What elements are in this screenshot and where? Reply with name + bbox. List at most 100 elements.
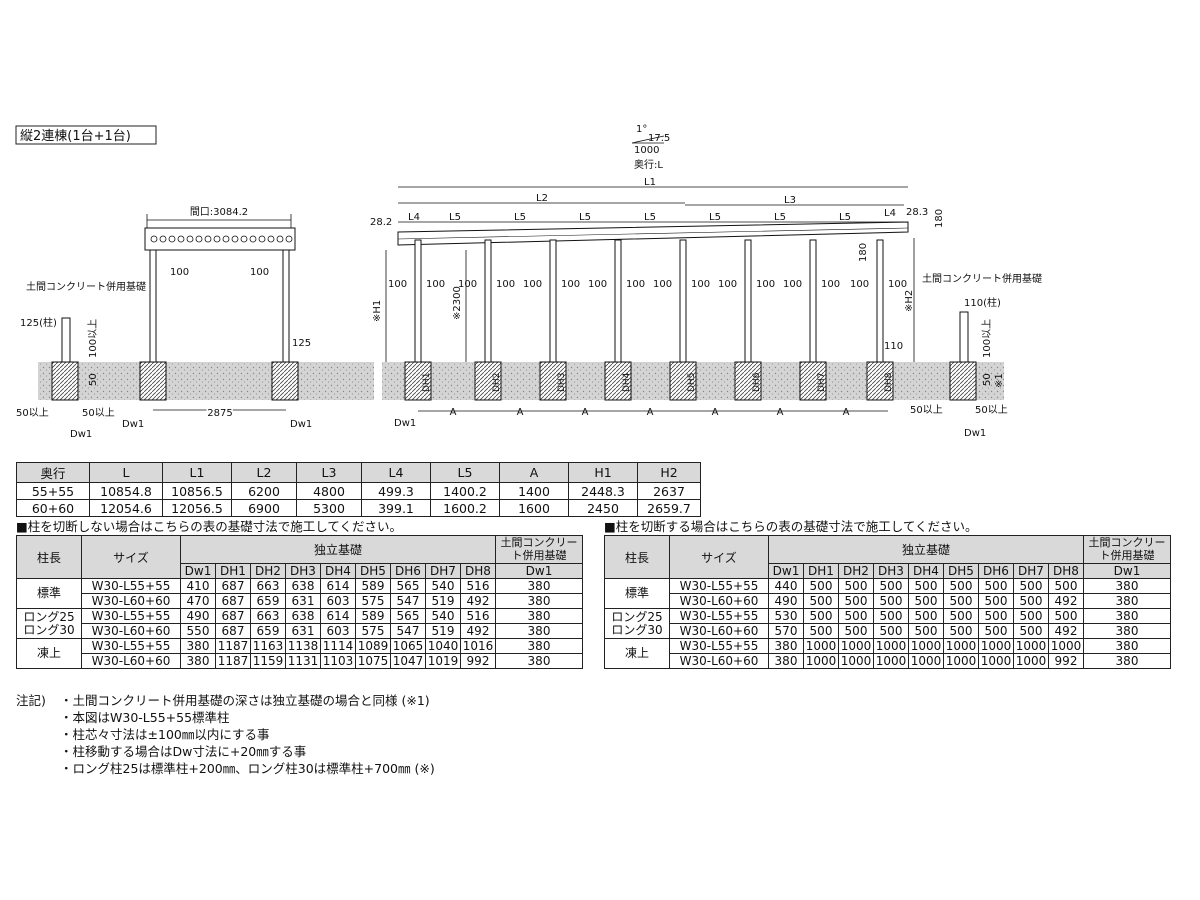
side-post xyxy=(679,239,687,363)
col-header: 柱長 xyxy=(16,535,82,579)
front-base-span: 2875 xyxy=(207,408,232,419)
side-footing xyxy=(866,361,894,401)
foot-cell: 1114 xyxy=(320,638,356,654)
foot-cell: 1000 xyxy=(908,638,944,654)
foot-cell: W30-L55+55 xyxy=(81,608,181,624)
foot-cell: 614 xyxy=(320,578,356,594)
dim-cell: 2659.7 xyxy=(637,499,701,517)
post-offset-label: 100 xyxy=(821,279,840,290)
l5-label: L5 xyxy=(579,212,591,223)
foot-cell: 492 xyxy=(460,623,496,639)
foot-cell: 519 xyxy=(425,623,461,639)
side-post xyxy=(809,239,817,363)
side-post xyxy=(414,239,422,363)
sub-header: DH5 xyxy=(943,562,979,580)
slope-angle: 1° xyxy=(636,124,647,135)
front-detail-w2: 50以上 xyxy=(82,407,115,419)
side-post xyxy=(614,239,622,363)
slope-rise: 17.5 xyxy=(648,133,670,144)
front-detail-col: 125(柱) xyxy=(20,316,57,329)
dim-cell: 399.1 xyxy=(361,499,431,517)
group-label: ロング25 ロング30 xyxy=(604,608,670,639)
dim-header: L2 xyxy=(231,462,297,483)
front-post-dim: 125 xyxy=(292,338,311,349)
dim-cell: 55+55 xyxy=(16,482,90,500)
foot-cell: 516 xyxy=(460,608,496,624)
doma-header: 土間コンクリート併用基礎 xyxy=(495,535,583,564)
foot-cell: 500 xyxy=(908,593,944,609)
depth-label: 奥行:L xyxy=(634,158,663,171)
a-label: A xyxy=(712,407,719,418)
l5-label: L5 xyxy=(449,212,461,223)
side-footing xyxy=(604,361,632,401)
foot-cell: 1019 xyxy=(425,653,461,669)
sub-header: Dw1 xyxy=(1083,562,1171,580)
dim-cell: 6200 xyxy=(231,482,297,500)
foot-cell: 380 xyxy=(495,608,583,624)
foot-cell: 687 xyxy=(215,593,251,609)
dh-label: DH5 xyxy=(687,373,697,392)
foot-cell: 500 xyxy=(943,578,979,594)
dim-cell: 1400.2 xyxy=(430,482,500,500)
right-overhang: 28.3 xyxy=(906,207,928,218)
dim-header: H2 xyxy=(637,462,701,483)
front-offset-right: 100 xyxy=(250,267,269,278)
foot-cell: 410 xyxy=(180,578,216,594)
notes-label: 注記) xyxy=(16,693,46,708)
note-item: 柱芯々寸法は±100㎜以内にする事 xyxy=(60,726,435,743)
notes: 注記) 土間コンクリート併用基礎の深さは独立基礎の場合と同様 (※1)本図はW3… xyxy=(16,692,435,777)
foot-cell: 500 xyxy=(873,593,909,609)
post-offset-label: 100 xyxy=(561,279,580,290)
foot-cell: 500 xyxy=(803,623,839,639)
group-label: 標準 xyxy=(16,578,82,609)
dim-cell: 4800 xyxy=(296,482,362,500)
side-footing xyxy=(799,361,827,401)
foot-cell: 1000 xyxy=(943,638,979,654)
foot-cell: 547 xyxy=(390,623,426,639)
foot-cell: 1163 xyxy=(250,638,286,654)
post-offset-label: 100 xyxy=(626,279,645,290)
dim-header: A xyxy=(499,462,569,483)
dim-header: L3 xyxy=(296,462,362,483)
foot-cell: 500 xyxy=(873,623,909,639)
top-dim: 180 xyxy=(858,243,869,262)
h2-label: ※H2 xyxy=(904,290,915,312)
post-offset-label: 100 xyxy=(756,279,775,290)
foot-cell: 500 xyxy=(908,608,944,624)
group-label: ロング25 ロング30 xyxy=(16,608,82,639)
dim-cell: 60+60 xyxy=(16,499,90,517)
a-label: A xyxy=(582,407,589,418)
front-detail-h2: 50 xyxy=(88,373,99,386)
foot-cell: 380 xyxy=(768,638,804,654)
foot-cell: 1075 xyxy=(355,653,391,669)
front-view: 間口:3084.2 100 100 125 2875 Dw1 Dw1 土間コンク… xyxy=(16,206,374,440)
note-item: 本図はW30-L55+55標準柱 xyxy=(60,709,435,726)
foot-cell: 1000 xyxy=(803,638,839,654)
foot-cell: 1047 xyxy=(390,653,426,669)
dim-cell: 1400 xyxy=(499,482,569,500)
size-header: サイズ xyxy=(81,535,181,579)
foot-cell: 500 xyxy=(978,623,1014,639)
side-dw-label: Dw1 xyxy=(394,418,416,429)
post-offset-label: 100 xyxy=(653,279,672,290)
foot-cell: 659 xyxy=(250,623,286,639)
front-base-label: 土間コンクリート併用基礎 xyxy=(26,280,146,293)
foot-cell: 380 xyxy=(495,623,583,639)
post-offset-label: 100 xyxy=(496,279,515,290)
foot-cell: 380 xyxy=(1083,638,1171,654)
dim-header: 奥行 xyxy=(16,462,90,483)
post-offset-label: 100 xyxy=(888,279,907,290)
foot-cell: 1040 xyxy=(425,638,461,654)
foot-cell: 1089 xyxy=(355,638,391,654)
side-footing xyxy=(734,361,762,401)
side-detail-h1: 100以上 xyxy=(981,319,993,358)
dim-cell: 5300 xyxy=(296,499,362,517)
foot-cell: 470 xyxy=(180,593,216,609)
foot-cell: 380 xyxy=(1083,653,1171,669)
group-label: 凍上 xyxy=(604,638,670,669)
